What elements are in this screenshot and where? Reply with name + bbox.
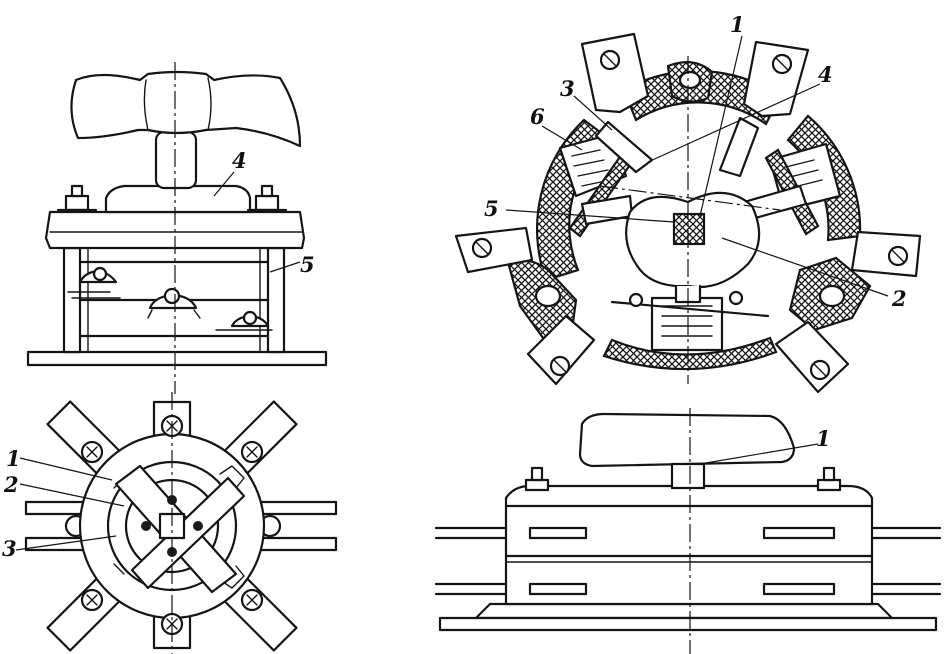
label-1: 1 [816,426,831,451]
section-terminals [454,32,922,394]
switch-shaft [154,130,198,190]
section-view-switch: 1 2 3 4 5 6 [454,12,922,394]
switch-handle [70,70,302,148]
hatched-ring-bottom [602,336,778,371]
label-5: 5 [484,196,499,221]
base-plate [26,350,328,367]
label-5: 5 [300,252,315,277]
switch-cap [104,184,252,214]
stack-body [504,484,874,606]
label-2: 2 [3,472,19,497]
stack-handle [578,412,796,468]
label-2: 2 [891,286,907,311]
hatched-ring-left [536,118,610,282]
label-4: 4 [232,148,247,173]
label-1: 1 [730,12,745,37]
label-6: 6 [530,104,545,129]
top-view-switch: 1 2 3 [2,392,338,654]
stacked-switch-side-view: 1 [434,408,942,654]
cam-shaft [672,212,706,246]
label-3: 3 [2,536,17,561]
label-4: 4 [818,62,833,87]
stack-base [438,616,938,632]
label-1: 1 [6,446,21,471]
label-3: 3 [560,76,575,101]
cover-screws [56,184,288,212]
side-view-switch: 4 5 [26,62,328,394]
